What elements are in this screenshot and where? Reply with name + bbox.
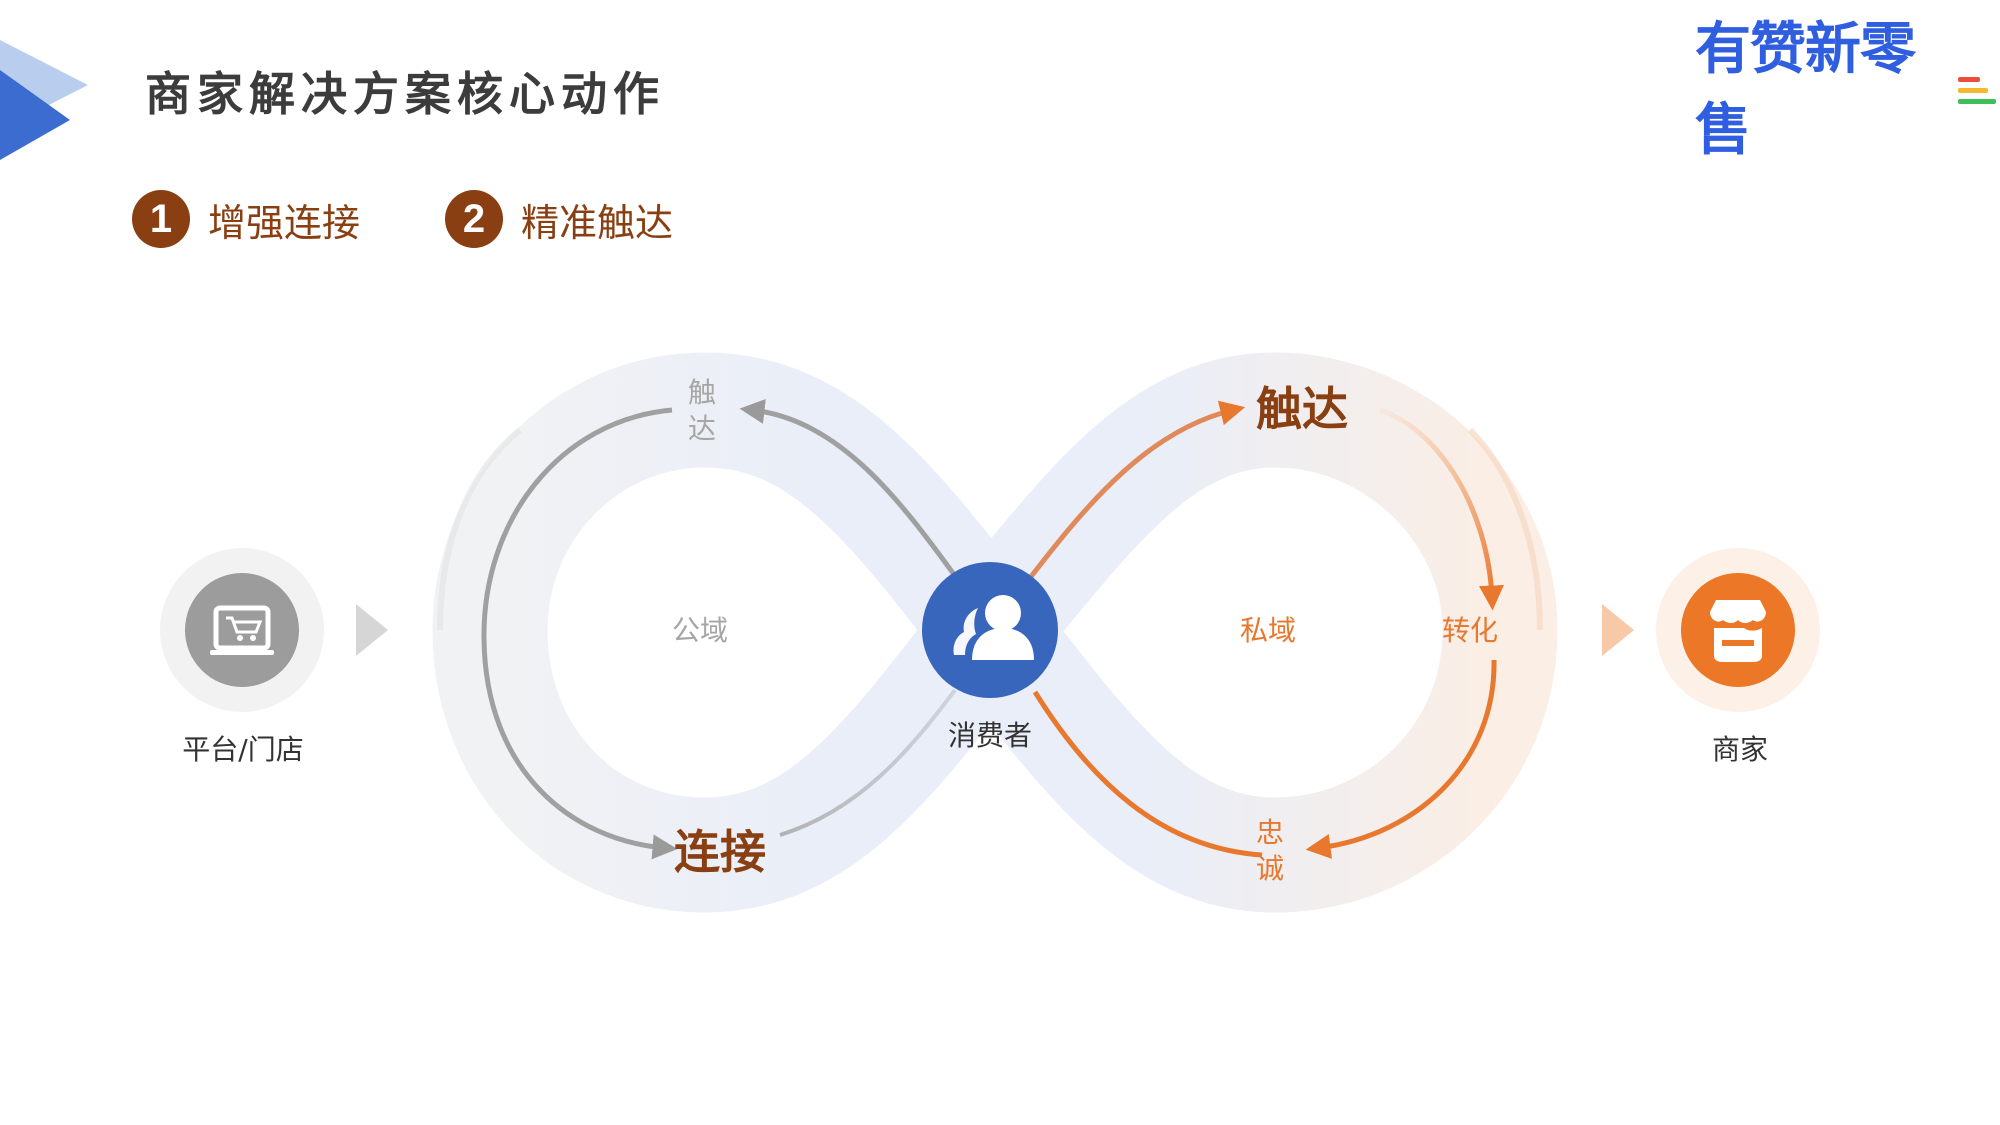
- left-loop-arrow-bottom: [779, 688, 957, 837]
- left-loop-bottom-label: 连接: [674, 825, 766, 879]
- action-number-badge: 1: [132, 190, 190, 248]
- left-loop-top-label-1: 触: [688, 376, 716, 409]
- action-label: 精准触达: [521, 200, 674, 245]
- consumer-node: [922, 562, 1058, 698]
- right-loop-side-label: 转化: [1442, 614, 1498, 647]
- action-label: 增强连接: [208, 200, 361, 245]
- left-loop-arrow-top: [739, 399, 961, 582]
- corner-triangle-decoration: [0, 40, 88, 160]
- shopping-cart-icon: [210, 605, 274, 655]
- left-node-label: 平台/门店: [182, 733, 304, 766]
- brand-logo: 有赞新零售: [1695, 17, 2000, 163]
- action-item-1: 1 增强连接: [132, 190, 360, 248]
- user-group-icon: [953, 595, 1034, 660]
- right-node-label: 商家: [1711, 733, 1768, 766]
- chevron-right-icon: [356, 604, 388, 656]
- action-number-badge: 2: [445, 190, 503, 248]
- right-loop-arrow-right: [1379, 407, 1504, 611]
- right-loop-arrow-top: [1028, 400, 1246, 580]
- platform-store-node: [160, 548, 324, 712]
- left-loop-arrow-outer: [481, 407, 678, 860]
- right-loop-top-label: 触达: [1256, 382, 1348, 436]
- logo-bars-icon: [1958, 57, 2000, 113]
- right-loop-arrow-lower-right: [1305, 659, 1497, 859]
- right-loop-arrow-bottom: [1032, 690, 1263, 858]
- left-loop-top-label-2: 达: [688, 412, 716, 445]
- zone-label-private: 私域: [1240, 614, 1296, 647]
- center-node-label: 消费者: [947, 719, 1032, 752]
- zone-label-public: 公域: [672, 614, 728, 647]
- merchant-node: [1656, 548, 1820, 712]
- logo-text: 有赞新零售: [1695, 17, 1916, 163]
- action-item-2: 2 精准触达: [445, 190, 673, 248]
- page-title: 商家解决方案核心动作: [145, 67, 665, 121]
- right-loop-bottom-label-2: 诚: [1256, 852, 1284, 885]
- storefront-icon: [1710, 600, 1766, 662]
- right-loop-bottom-label-1: 忠: [1256, 816, 1284, 849]
- chevron-right-icon: [1602, 604, 1634, 656]
